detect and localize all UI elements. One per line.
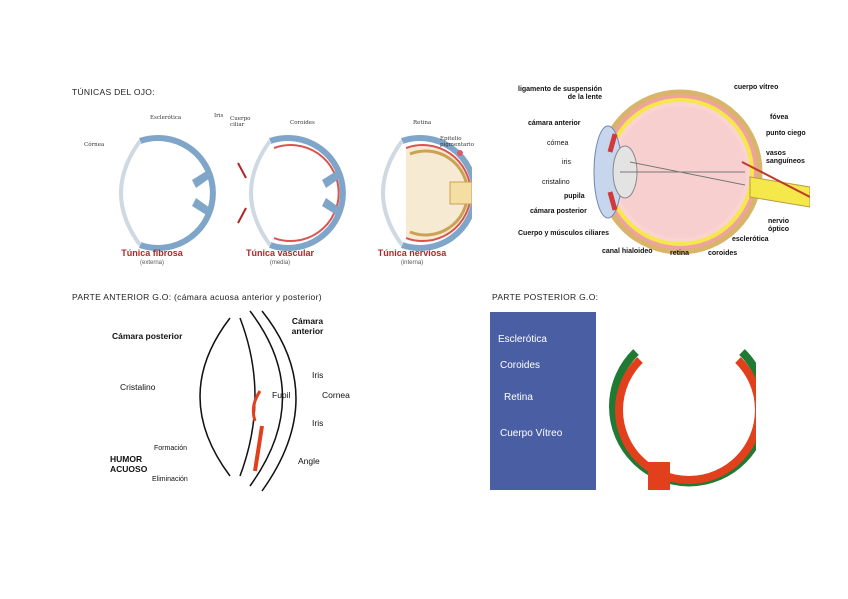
label-iris-bottom: Iris — [312, 418, 324, 428]
label-cuerpo-ciliar: Cuerpo ciliar — [230, 116, 251, 128]
caption-nerviosa: Túnica nerviosa — [377, 248, 447, 258]
label-cornea: Córnea — [84, 142, 105, 148]
label-epitelio: Epitelio pigmentario — [440, 136, 475, 148]
label-fupil: Fupil — [272, 390, 291, 400]
label-humor-acuoso: HUMOR ACUOSO — [110, 454, 148, 474]
label-fovea: fóvea — [770, 114, 789, 121]
label-retina: retina — [670, 250, 690, 257]
label-camara-posterior: Cámara posterior — [112, 331, 183, 341]
tunica-fibrosa-eye — [119, 135, 216, 251]
label-angle: Angle — [298, 456, 320, 466]
label-camara-anterior: Cámara anterior — [291, 316, 324, 336]
label-esclerotica: esclerótica — [732, 236, 769, 243]
label-camara-posterior: cámara posterior — [530, 208, 587, 215]
label-cuerpo-vitreo: cuerpo vítreo — [734, 84, 779, 91]
caption-fibrosa: Túnica fibrosa — [121, 248, 183, 258]
label-cornea: Cornea — [322, 390, 350, 400]
tunicas-title: TÚNICAS DEL OJO: — [72, 87, 155, 97]
sub-vascular: (media) — [269, 260, 291, 266]
anterior-diagram — [199, 310, 297, 492]
posterior-figure: Esclerótica Coroides Retina Cuerpo Vítre… — [490, 312, 769, 490]
label-coroides: Coroides — [500, 360, 541, 371]
label-ligamento: ligamento de suspensión de la lente — [518, 86, 603, 101]
label-formacion: Formación — [154, 445, 188, 452]
label-iris-top: Iris — [312, 370, 324, 380]
label-cristalino: cristalino — [542, 179, 570, 186]
label-nervio-optico: nervio óptico — [768, 218, 790, 233]
eye-anatomy-figure: ligamento de suspensión de la lente cáma… — [510, 82, 811, 262]
label-coroides: Coroides — [290, 120, 315, 126]
label-cristalino: Cristalino — [120, 382, 156, 392]
label-canal-hialoideo: canal hialoideo — [602, 248, 653, 255]
tunicas-diagram — [119, 135, 478, 251]
label-eliminacion: Eliminación — [152, 476, 188, 483]
posterior-diagram — [490, 312, 769, 490]
tunica-vascular-eye — [237, 135, 346, 251]
label-iris: Iris — [214, 113, 224, 119]
eye-anatomy-diagram — [593, 89, 811, 255]
label-esclerotica: Esclerótica — [150, 115, 182, 121]
sub-nerviosa: (interna) — [400, 260, 424, 266]
posterior-title: PARTE POSTERIOR G.O: — [492, 292, 599, 302]
label-retina: Retina — [413, 120, 432, 126]
label-esclerotica: Esclerótica — [498, 334, 547, 345]
label-iris: iris — [562, 159, 571, 166]
sub-fibrosa: (externa) — [139, 260, 164, 266]
caption-vascular: Túnica vascular — [245, 248, 315, 258]
label-cornea: córnea — [547, 140, 569, 147]
label-coroides: coroides — [708, 250, 738, 257]
anterior-figure: Cámara posterior Cámara anterior Cristal… — [100, 306, 370, 496]
label-cuerpo-vitreo: Cuerpo Vítreo — [500, 428, 563, 439]
label-pupila: pupila — [564, 193, 585, 200]
label-cuerpo-musculos: Cuerpo y músculos ciliares — [518, 230, 610, 237]
anterior-title: PARTE ANTERIOR G.O: (cámara acuosa anter… — [72, 292, 322, 302]
label-punto-ciego: punto ciego — [766, 130, 806, 137]
label-retina: Retina — [504, 392, 533, 403]
label-vasos: vasos sanguíneos — [766, 150, 805, 165]
label-camara-anterior: cámara anterior — [528, 120, 581, 127]
tunica-nerviosa-eye — [381, 135, 478, 251]
tunicas-figure: Esclerótica Córnea Iris Cuerpo ciliar Co… — [80, 108, 478, 280]
